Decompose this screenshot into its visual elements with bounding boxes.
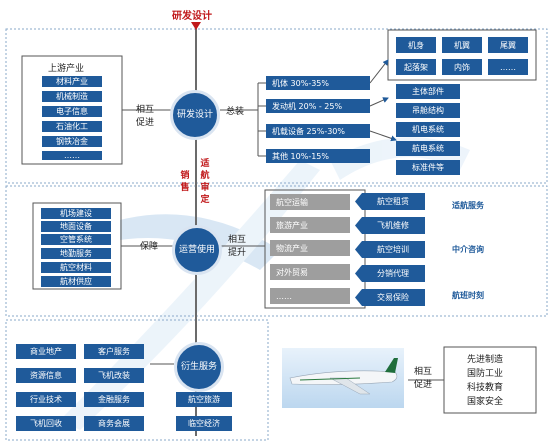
derived-extra-item: 航空旅游	[176, 392, 232, 407]
equipment-part: 标准件等	[396, 160, 460, 175]
engine-link	[369, 97, 389, 107]
ops-gray-item: ……	[270, 288, 350, 304]
upstream-title: 上游产业	[48, 64, 85, 74]
equipment-part: 航电系统	[396, 141, 460, 156]
ops-right-item: 适航服务	[452, 201, 484, 210]
top-label: 研发设计	[172, 11, 212, 22]
ops-arrow-item: 航空租赁	[355, 193, 425, 210]
upstream-item: 材料产业	[42, 76, 102, 87]
derived-item: 商业地产	[16, 344, 76, 359]
derived-item: 商务会展	[84, 416, 144, 431]
ops-mutual-label: 相互提升	[228, 235, 247, 258]
spine-arrow	[191, 22, 201, 30]
ops-gray-item: 物流产业	[270, 240, 350, 256]
ops-left-item: 地勤服务	[41, 248, 111, 259]
bottom-mutual-label: 相互促进	[414, 367, 433, 390]
airframe-part: ……	[488, 59, 528, 75]
derived-item: 客户服务	[84, 344, 144, 359]
plane-image	[282, 348, 404, 408]
part-box: 机载设备 25%-30%	[266, 124, 370, 138]
equipment-part: 机电系统	[396, 122, 460, 137]
ops-arrow-item: 交易保险	[355, 289, 425, 306]
ops-left-item: 机场建设	[41, 208, 111, 219]
upstream-item: 钢铁冶金	[42, 136, 102, 147]
assembly-label: 总装	[226, 107, 245, 117]
part-box: 机体 30%-35%	[266, 76, 370, 90]
ops-left-item: 航材供应	[41, 276, 111, 287]
derived-extra-item: 临空经济	[176, 416, 232, 431]
airframe-part: 机翼	[442, 37, 482, 53]
airframe-part: 机身	[396, 37, 436, 53]
guarantee-label: 保障	[140, 242, 159, 252]
engine-part: 主体部件	[396, 84, 460, 99]
rd-mutual-label: 相互促进	[136, 105, 155, 128]
derived-item: 资源信息	[16, 368, 76, 383]
airframe-frame	[387, 29, 537, 81]
airworthiness-label: 适航审定	[200, 159, 210, 205]
national-item: 科技教育	[467, 383, 504, 393]
upstream-item: 机械制造	[42, 91, 102, 102]
ops-right-item: 中介咨询	[452, 245, 484, 254]
sales-label: 销售	[180, 171, 190, 193]
part-box: 其他 10%-15%	[266, 149, 370, 163]
part-box: 发动机 20% - 25%	[266, 99, 370, 113]
upstream-item: 电子信息	[42, 106, 102, 117]
ops-left-item: 地面设备	[41, 221, 111, 232]
airframe-link	[369, 59, 389, 84]
national-item: 先进制造	[467, 355, 504, 365]
ops-right-item: 航班时刻	[452, 291, 484, 300]
upstream-item: 石油化工	[42, 121, 102, 132]
ops-arrow-item: 分销代理	[355, 265, 425, 282]
ops-gray-item: 旅游产业	[270, 217, 350, 233]
airframe-part: 内饰	[442, 59, 482, 75]
derived-center-circle: 衍生服务	[174, 342, 224, 392]
ops-gray-item: 对外贸易	[270, 264, 350, 280]
derived-item: 飞机改装	[84, 368, 144, 383]
engine-part: 吊舱结构	[396, 103, 460, 118]
ops-left-item: 空管系统	[41, 234, 111, 245]
airframe-part: 尾翼	[488, 37, 528, 53]
equipment-link	[369, 130, 397, 142]
derived-section-frame	[5, 319, 269, 441]
ops-center-circle: 运营使用	[172, 225, 222, 275]
ops-arrow-item: 飞机维修	[355, 217, 425, 234]
derived-item: 飞机回收	[16, 416, 76, 431]
national-item: 国家安全	[467, 397, 504, 407]
national-item: 国防工业	[467, 369, 504, 379]
airframe-part: 起落架	[396, 59, 436, 75]
rd-center-circle: 研发设计	[170, 90, 220, 140]
rd-section-frame	[5, 28, 548, 184]
upstream-item: ……	[42, 151, 102, 160]
ops-arrow-item: 航空培训	[355, 241, 425, 258]
ops-section-frame	[5, 185, 548, 317]
ops-gray-item: 航空运输	[270, 194, 350, 210]
derived-item: 行业技术	[16, 392, 76, 407]
derived-item: 金融服务	[84, 392, 144, 407]
ops-left-item: 航空材料	[41, 262, 111, 273]
